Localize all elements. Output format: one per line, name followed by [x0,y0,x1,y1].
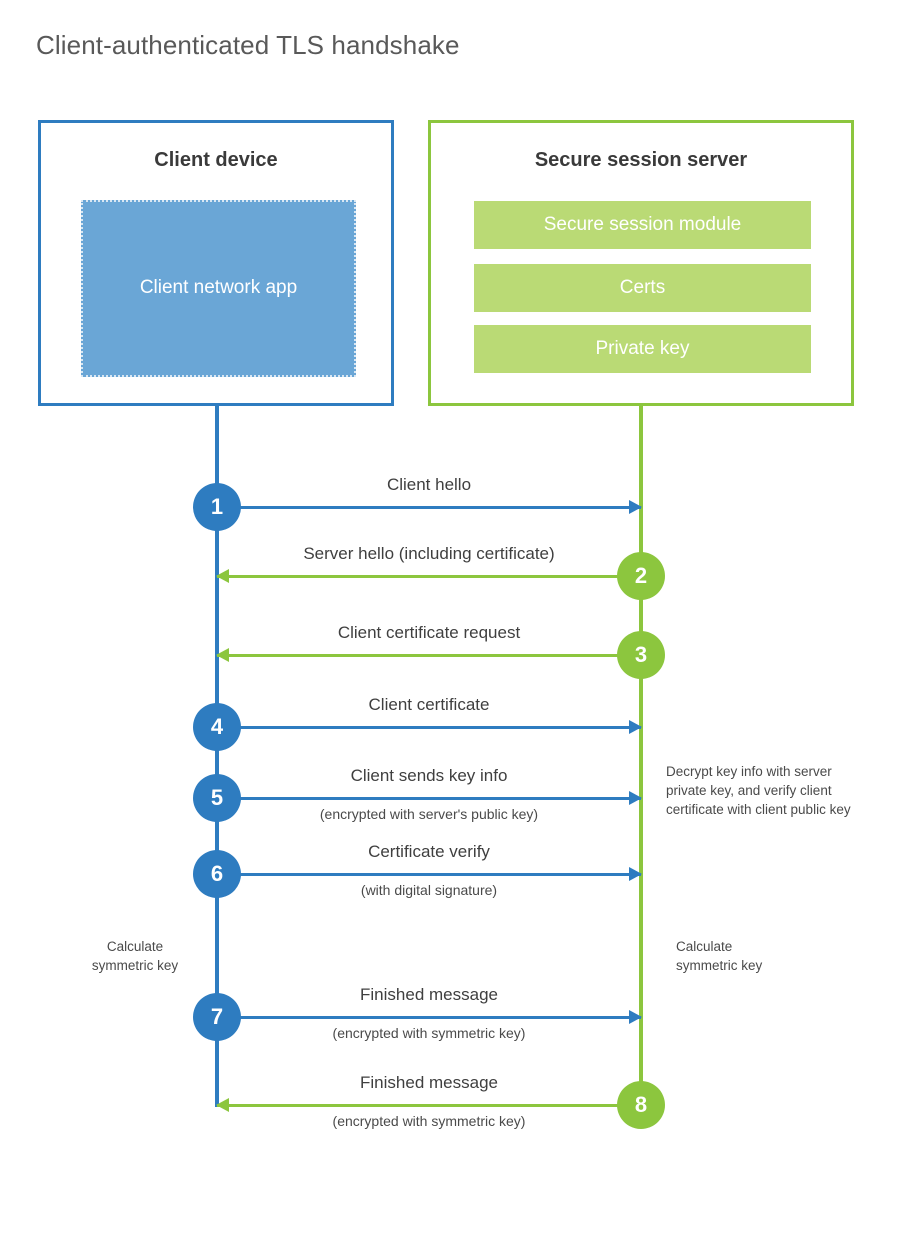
server-module-private-key: Private key [474,325,811,373]
arrow-head-8 [216,1098,229,1112]
arrow-head-2 [216,569,229,583]
message-label-8: Finished message [360,1073,498,1092]
secure-session-server-box: Secure session server Secure session mod… [428,120,854,406]
message-label-7: Finished message [360,985,498,1004]
message-sublabel-5: (encrypted with server's public key) [319,806,539,822]
server-module-certs: Certs [474,264,811,312]
message-label-4: Client certificate [368,695,490,714]
step-circle-4[interactable]: 4 [193,703,241,751]
step-circle-3[interactable]: 3 [617,631,665,679]
message-label-2: Server hello (including certificate) [303,544,555,563]
step-circle-2[interactable]: 2 [617,552,665,600]
page-title: Client-authenticated TLS handshake [36,30,460,60]
arrow-head-5 [629,791,642,805]
step-circle-5[interactable]: 5 [193,774,241,822]
message-line-6 [217,873,641,876]
server-lifeline [639,403,643,1107]
message-line-2 [217,575,641,578]
note-client-calculate-symmetric-key: Calculate symmetric key [91,939,179,974]
arrow-head-3 [216,648,229,662]
arrow-head-1 [629,500,642,514]
server-module-secure-session-module: Secure session module [474,201,811,249]
client-device-box: Client device Client network app [38,120,394,406]
message-line-7 [217,1016,641,1019]
arrow-head-4 [629,720,642,734]
client-device-title: Client device [154,149,278,171]
message-label-1: Client hello [386,475,472,494]
message-label-6: Certificate verify [368,842,490,861]
step-circle-8[interactable]: 8 [617,1081,665,1129]
message-label-3: Client certificate request [337,623,521,642]
arrow-head-7 [629,1010,642,1024]
client-network-app-block: Client network app [81,200,356,377]
message-sublabel-7: (encrypted with symmetric key) [332,1025,526,1041]
message-label-5: Client sends key info [350,766,508,785]
message-sublabel-8: (encrypted with symmetric key) [332,1113,526,1129]
note-server-decrypt: Decrypt key info with server private key… [666,764,851,818]
secure-session-server-title: Secure session server [534,149,748,171]
step-circle-1[interactable]: 1 [193,483,241,531]
message-line-3 [217,654,641,657]
step-circle-7[interactable]: 7 [193,993,241,1041]
step-circle-6[interactable]: 6 [193,850,241,898]
message-line-5 [217,797,641,800]
arrow-head-6 [629,867,642,881]
client-lifeline [215,403,219,1107]
message-line-1 [217,506,641,509]
message-line-8 [217,1104,641,1107]
message-line-4 [217,726,641,729]
note-server-calculate-symmetric-key: Calculate symmetric key [676,939,763,974]
message-sublabel-6: (with digital signature) [360,882,498,898]
